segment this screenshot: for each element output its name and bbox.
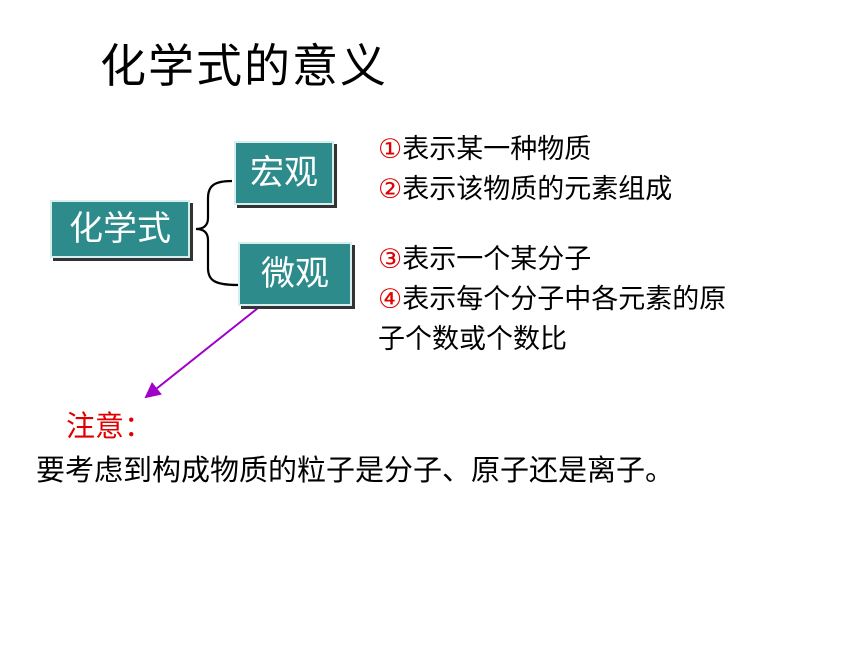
macro-item: ①表示某一种物质 [378,130,672,170]
note-arrow [144,307,259,399]
item-marker: ① [378,134,403,165]
item-text: 表示某一种物质 [402,134,592,165]
micro-box: 微观 [238,242,352,306]
item-marker: ④ [378,284,403,315]
micro-item: ④表示每个分子中各元素的原 [378,280,726,320]
item-text: 表示一个某分子 [402,244,592,275]
note-label: 注意： [66,409,154,443]
item-text: 表示每个分子中各元素的原 [402,284,727,315]
macro-item: ②表示该物质的元素组成 [378,170,672,210]
macro-list: ①表示某一种物质 ②表示该物质的元素组成 [378,130,672,210]
macro-box: 宏观 [234,141,334,205]
micro-list: ③表示一个某分子 ④表示每个分子中各元素的原 子个数或个数比 [378,240,726,360]
curly-brace [195,179,239,287]
root-box: 化学式 [50,200,190,258]
note-text: 要考虑到构成物质的粒子是分子、原子还是离子。 [36,453,675,487]
micro-item-continuation: 子个数或个数比 [378,324,567,355]
micro-item: ③表示一个某分子 [378,240,726,280]
item-text: 表示该物质的元素组成 [402,174,673,205]
item-marker: ② [378,174,403,205]
slide-title: 化学式的意义 [100,39,388,93]
item-marker: ③ [378,244,403,275]
